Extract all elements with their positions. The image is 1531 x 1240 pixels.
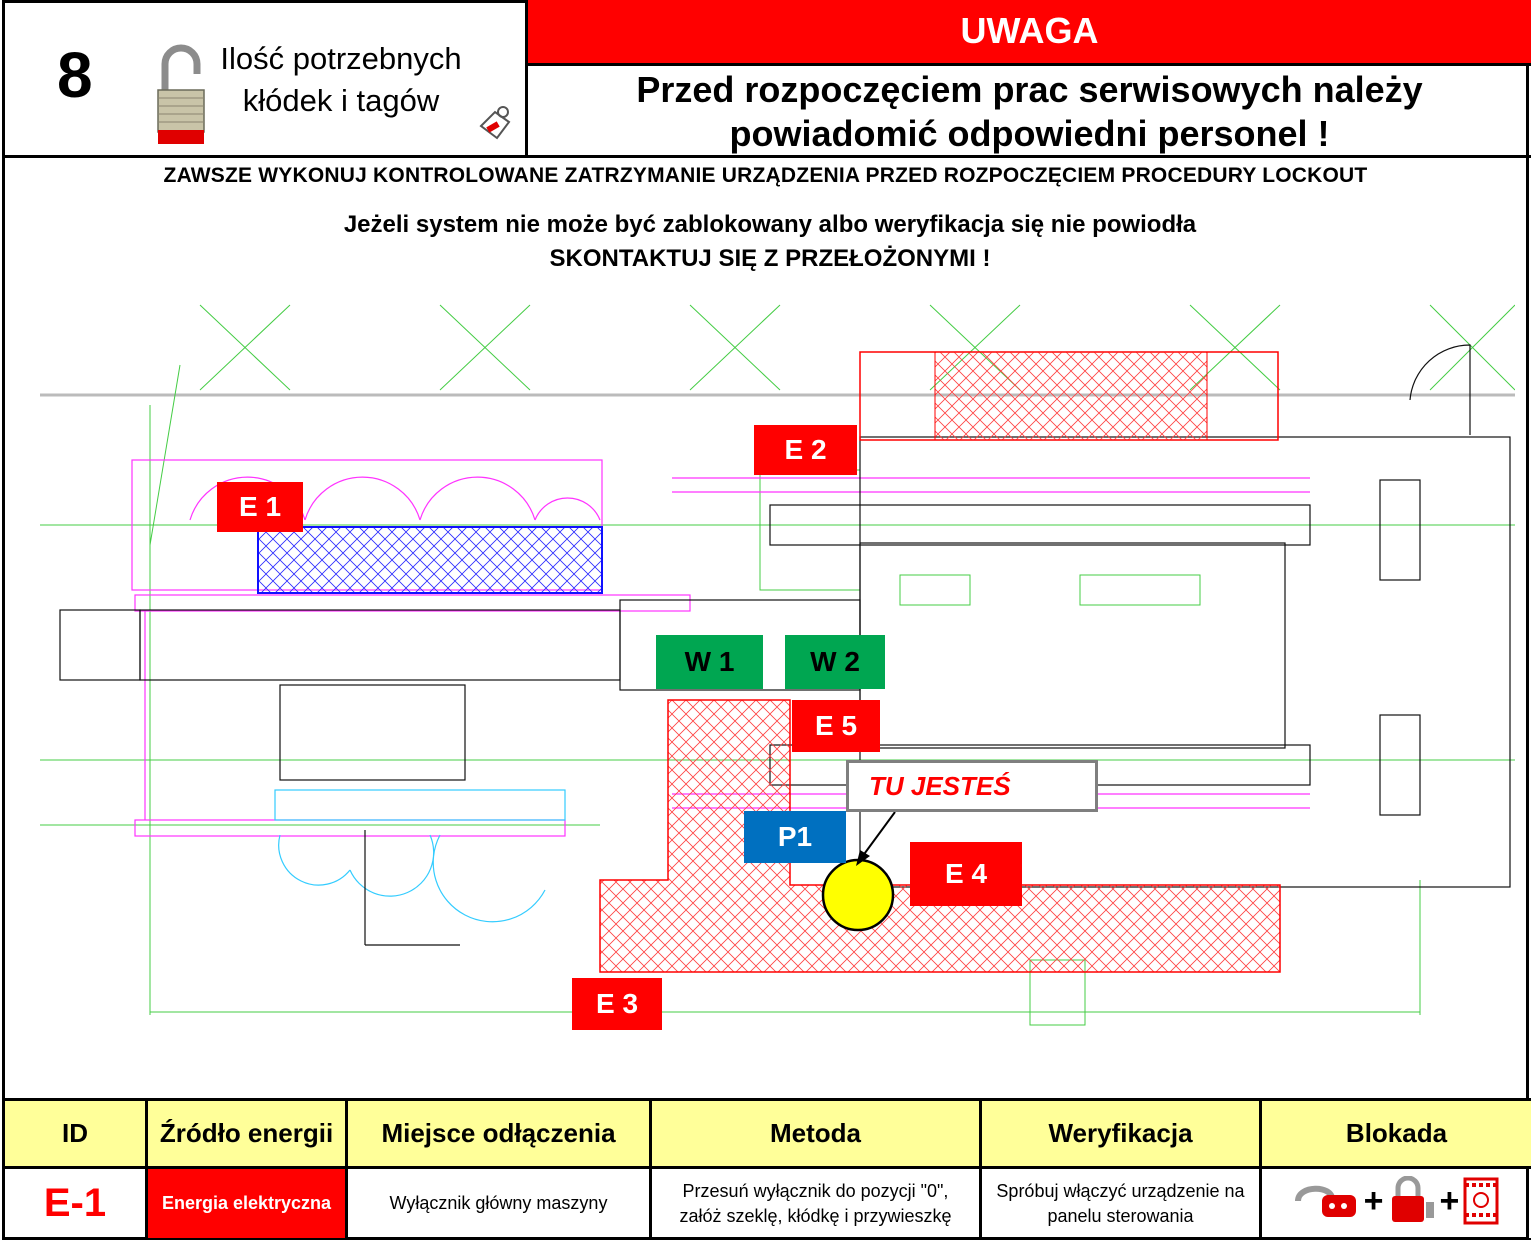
machine-layout-drawing xyxy=(40,304,1515,1026)
table-row: E-1 Energia elektryczna Wyłącznik główny… xyxy=(2,1166,1531,1240)
col-lockout: Blokada xyxy=(1259,1098,1531,1169)
verify-line2: panelu sterowania xyxy=(1047,1205,1194,1226)
method-line1: Przesuń wyłącznik do pozycji "0", xyxy=(682,1180,949,1201)
always-instruction: ZAWSZE WYKONUJ KONTROLOWANE ZATRZYMANIE … xyxy=(163,164,1368,187)
label-e4: E 4 xyxy=(910,842,1022,906)
label-p1: P1 xyxy=(744,811,846,863)
you-are-here-label: TU JESTEŚ xyxy=(846,760,1098,812)
col-location: Miejsce odłączenia xyxy=(345,1098,652,1169)
zone-bottom-hatch xyxy=(599,699,1281,973)
label-e5: E 5 xyxy=(792,700,880,752)
label-w2: W 2 xyxy=(785,635,885,689)
label-w1: W 1 xyxy=(656,635,763,689)
row-id: E-1 xyxy=(2,1166,148,1240)
locks-title: Ilość potrzebnych kłódek i tagów xyxy=(201,38,481,122)
warning-line1: Jeżeli system nie może być zablokowany a… xyxy=(343,211,1197,238)
zone-top-hatch xyxy=(934,351,1208,441)
warning-line2: SKONTAKTUJ SIĘ Z PRZEŁOŻONYMI ! xyxy=(549,245,991,272)
col-verification: Weryfikacja xyxy=(979,1098,1262,1169)
notice-line1: Przed rozpoczęciem prac serwisowych nale… xyxy=(636,69,1423,110)
lock-count: 8 xyxy=(57,39,93,111)
hasp-icon xyxy=(1294,1185,1356,1217)
locks-title-line1: Ilość potrzebnych xyxy=(220,41,462,76)
locks-title-line2: kłódek i tagów xyxy=(242,83,440,118)
label-e1: E 1 xyxy=(217,482,303,532)
energy-table: ID Źródło energii Miejsce odłączenia Met… xyxy=(2,1098,1531,1240)
label-e3: E 3 xyxy=(572,978,662,1030)
lock-count-panel: 8 Ilość potrzebnych kłódek i tagów xyxy=(2,0,528,158)
verify-line1: Spróbuj włączyć urządzenie na xyxy=(996,1180,1245,1201)
method-line2: załóż szeklę, kłódkę i przywieszkę xyxy=(679,1205,952,1226)
row-lockout: + + xyxy=(1259,1166,1531,1240)
row-verification: Spróbuj włączyć urządzenie na panelu ste… xyxy=(979,1166,1262,1240)
plus-sign: + xyxy=(1363,1181,1384,1220)
you-are-here-marker xyxy=(821,858,895,932)
row-location: Wyłącznik główny maszyny xyxy=(345,1166,652,1240)
padlock-icon xyxy=(157,44,205,144)
notice-line2: powiadomić odpowiedni personel ! xyxy=(729,113,1330,154)
tag-icon xyxy=(479,106,511,140)
col-method: Metoda xyxy=(649,1098,982,1169)
row-method: Przesuń wyłącznik do pozycji "0", załóż … xyxy=(649,1166,982,1240)
notice: Przed rozpoczęciem prac serwisowych nale… xyxy=(528,66,1531,158)
col-source: Źródło energii xyxy=(145,1098,348,1169)
floor-markers xyxy=(40,304,1515,1026)
label-e2: E 2 xyxy=(754,425,857,475)
zone-blue-hatch xyxy=(257,526,603,594)
you-are-here-arrow xyxy=(861,811,896,858)
row-source: Energia elektryczna xyxy=(145,1166,348,1240)
col-id: ID xyxy=(2,1098,148,1169)
plus-sign: + xyxy=(1439,1181,1460,1220)
warning-title: UWAGA xyxy=(528,0,1531,66)
table-header-row: ID Źródło energii Miejsce odłączenia Met… xyxy=(2,1098,1531,1169)
tag-icon xyxy=(1463,1177,1499,1225)
padlock-icon xyxy=(1391,1176,1434,1222)
cyan-doors xyxy=(274,789,566,923)
